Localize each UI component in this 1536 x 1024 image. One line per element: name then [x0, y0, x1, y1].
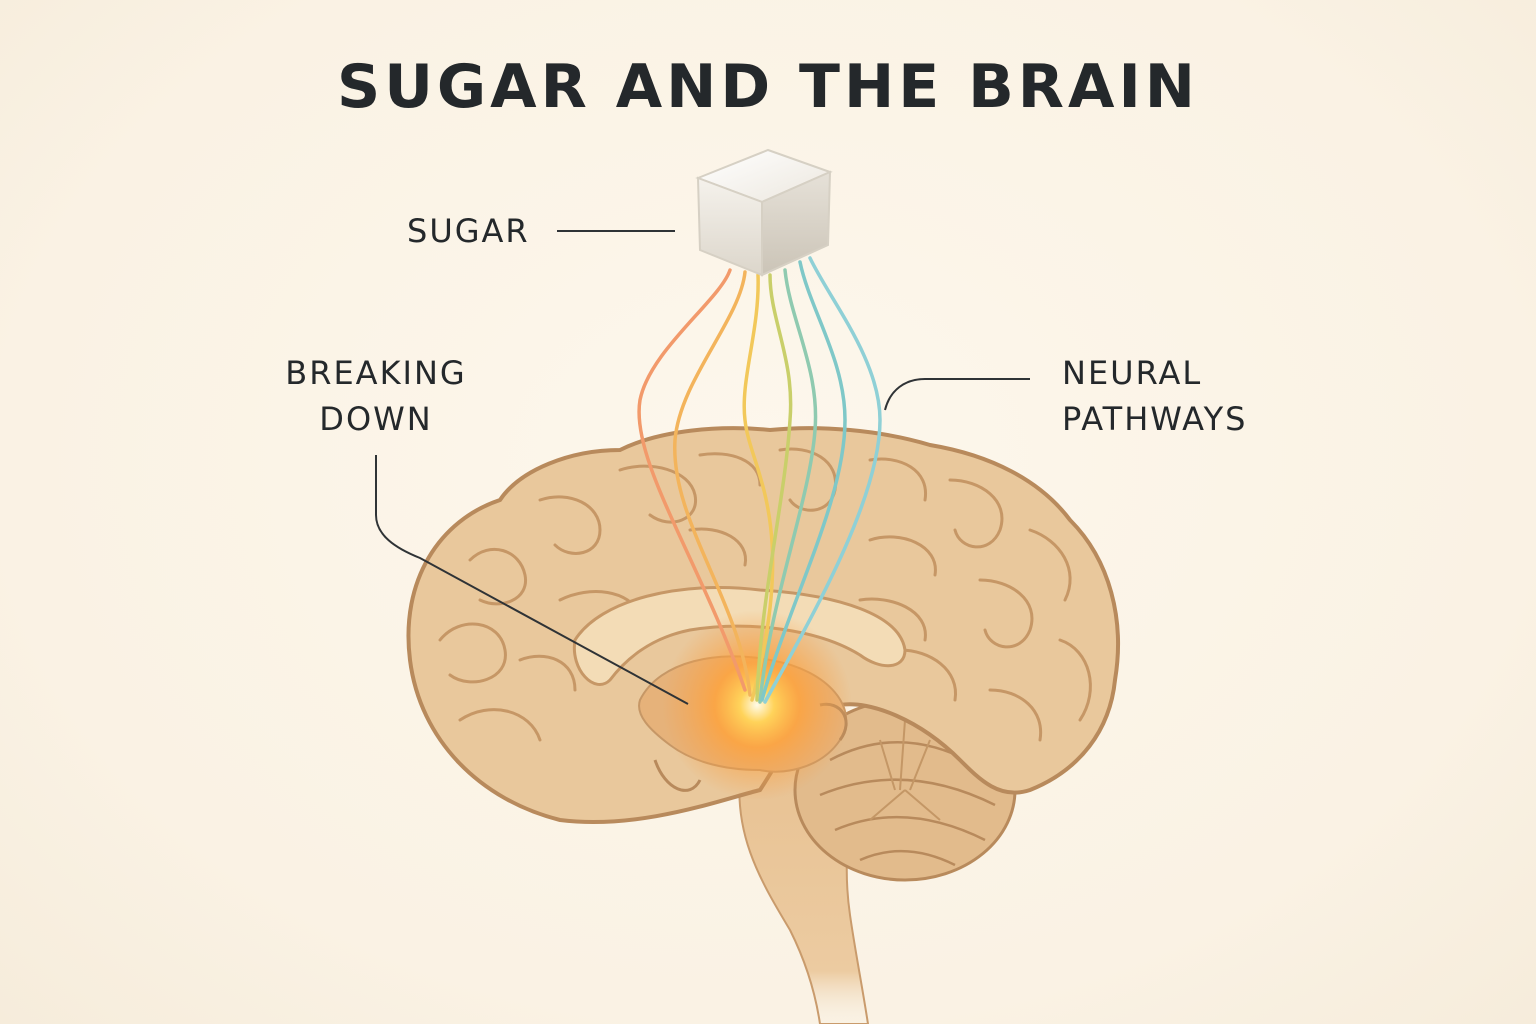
page-title: SUGAR AND THE BRAIN [337, 52, 1199, 122]
glow-point [662, 610, 852, 800]
neural-pathway-lines [637, 256, 882, 704]
neural-pathways-label-line-2: PATHWAYS [1062, 400, 1248, 438]
corpus-callosum [572, 586, 907, 686]
breaking-down-label-line-1: BREAKING [285, 354, 467, 392]
sugar-cube-icon [695, 148, 833, 277]
breaking-down-label-line-2: DOWN [319, 400, 433, 438]
neural-pathways-label: NEURAL PATHWAYS [1062, 350, 1247, 442]
sugar-label: SUGAR [407, 212, 530, 250]
breaking-down-leader-line [375, 455, 689, 705]
neural-pathways-label-line-1: NEURAL [1062, 354, 1203, 392]
breaking-down-label: BREAKING DOWN [276, 350, 476, 442]
neural-pathways-leader-line [884, 378, 1030, 411]
